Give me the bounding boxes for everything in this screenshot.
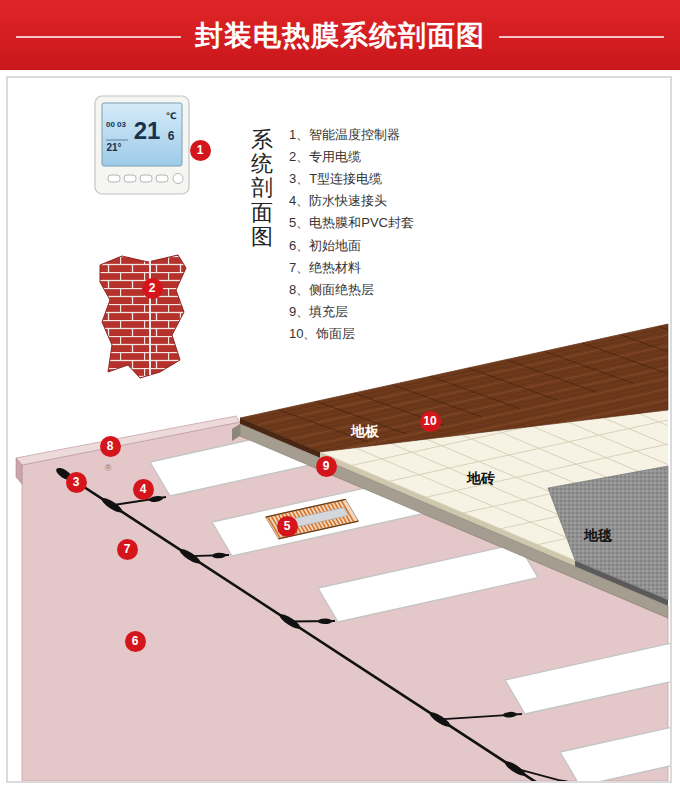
callout-number: 4 <box>133 479 154 500</box>
legend-item: 7、绝热材料 <box>289 260 361 277</box>
wood-grain <box>230 386 670 485</box>
tile-joint <box>200 581 670 691</box>
floor-section <box>16 294 670 781</box>
wood-grain <box>230 383 670 482</box>
legend-item: 4、防水快速接头 <box>289 193 387 210</box>
thermostat-icon <box>95 96 189 194</box>
callout-number: 7 <box>117 539 138 560</box>
tile-joint <box>180 392 670 630</box>
tile-joint <box>200 725 670 781</box>
board-seam <box>658 326 670 358</box>
board-seam <box>544 351 634 383</box>
legend-item: 8、侧面绝热层 <box>289 282 374 299</box>
t-connector <box>278 612 302 631</box>
thermostat-icon <box>156 175 168 182</box>
board-seam <box>468 368 558 400</box>
thermostat-icon <box>95 96 189 194</box>
legend-item: 10、饰面层 <box>289 326 355 343</box>
side-insulation <box>16 458 22 484</box>
lcd-reading: ℃ <box>166 112 177 121</box>
thermostat-icon <box>108 175 120 182</box>
callout-number: 5 <box>277 516 298 537</box>
tile-edge <box>320 452 575 566</box>
tile-joint <box>200 629 670 739</box>
tile-joint <box>200 677 670 781</box>
heating-film <box>505 636 670 714</box>
board-seam <box>620 335 670 367</box>
callout-number: 1 <box>190 140 211 161</box>
waterproof-connector <box>212 552 226 558</box>
header-band <box>0 0 680 70</box>
t-connector <box>178 547 202 566</box>
wood-grain <box>230 390 670 489</box>
filler-layer <box>232 424 240 441</box>
lcd-reading: 21 <box>134 119 161 143</box>
thermostat-icon <box>124 175 136 182</box>
header-rule <box>499 36 664 38</box>
wood-grain <box>230 393 670 492</box>
callout-number: 6 <box>125 631 146 652</box>
thermostat-icon <box>140 175 152 182</box>
tile-joint <box>200 749 670 781</box>
tile-joint <box>200 557 670 667</box>
header-rule <box>16 36 181 38</box>
legend-item: 6、初始地面 <box>289 238 361 255</box>
t-connector <box>503 759 527 778</box>
filler-layer <box>240 424 668 618</box>
t-connector <box>428 710 452 729</box>
material-label: 地毯 <box>584 527 612 544</box>
thermostat-icon <box>106 140 128 141</box>
lcd-reading: 21° <box>106 143 121 153</box>
board-seam <box>506 360 596 392</box>
waterproof-connector <box>558 778 573 781</box>
callout-number: 10 <box>420 411 441 432</box>
bus-bar <box>266 499 346 517</box>
thermostat-icon <box>173 174 183 184</box>
callout-number: 3 <box>66 472 87 493</box>
heating-film <box>560 708 670 781</box>
material-label: 地板 <box>351 423 379 440</box>
waterproof-connector <box>318 618 332 624</box>
legend-item: 2、专用电缆 <box>289 149 361 166</box>
film-element <box>266 499 359 539</box>
callout-number: 9 <box>316 456 337 477</box>
callout-number: 2 <box>142 278 163 299</box>
header-band <box>0 0 680 70</box>
waterproof-connector <box>503 711 517 718</box>
brick-wall <box>100 255 186 378</box>
callout-number: 8 <box>100 436 121 457</box>
t-connector <box>100 496 124 515</box>
lcd-reading: 6 <box>168 130 175 142</box>
tile-joint <box>200 773 670 781</box>
tile-joint <box>200 701 670 781</box>
tile-joint <box>200 653 670 763</box>
watermark: ® <box>105 464 112 473</box>
brick-wall <box>100 255 186 378</box>
thermostat-icon <box>102 103 182 166</box>
legend-item: 5、电热膜和PVC封套 <box>289 215 414 232</box>
board-seam <box>430 376 520 408</box>
legend-item: 9、填充层 <box>289 304 348 321</box>
heating-film <box>318 544 538 622</box>
material-label: 地砖 <box>467 470 495 487</box>
tile-joint <box>200 605 670 715</box>
tile-grid <box>180 294 670 781</box>
legend-item: 3、T型连接电缆 <box>289 171 382 188</box>
film-element <box>266 499 359 539</box>
page-title: 封装电热膜系统剖面图 <box>195 19 485 53</box>
vertical-heading: 系统剖面图 <box>251 128 273 249</box>
wood-grain <box>230 379 670 478</box>
lcd-reading: 00 03 <box>106 121 126 129</box>
board-seam <box>392 385 482 417</box>
legend-item: 1、智能温度控制器 <box>289 127 400 144</box>
